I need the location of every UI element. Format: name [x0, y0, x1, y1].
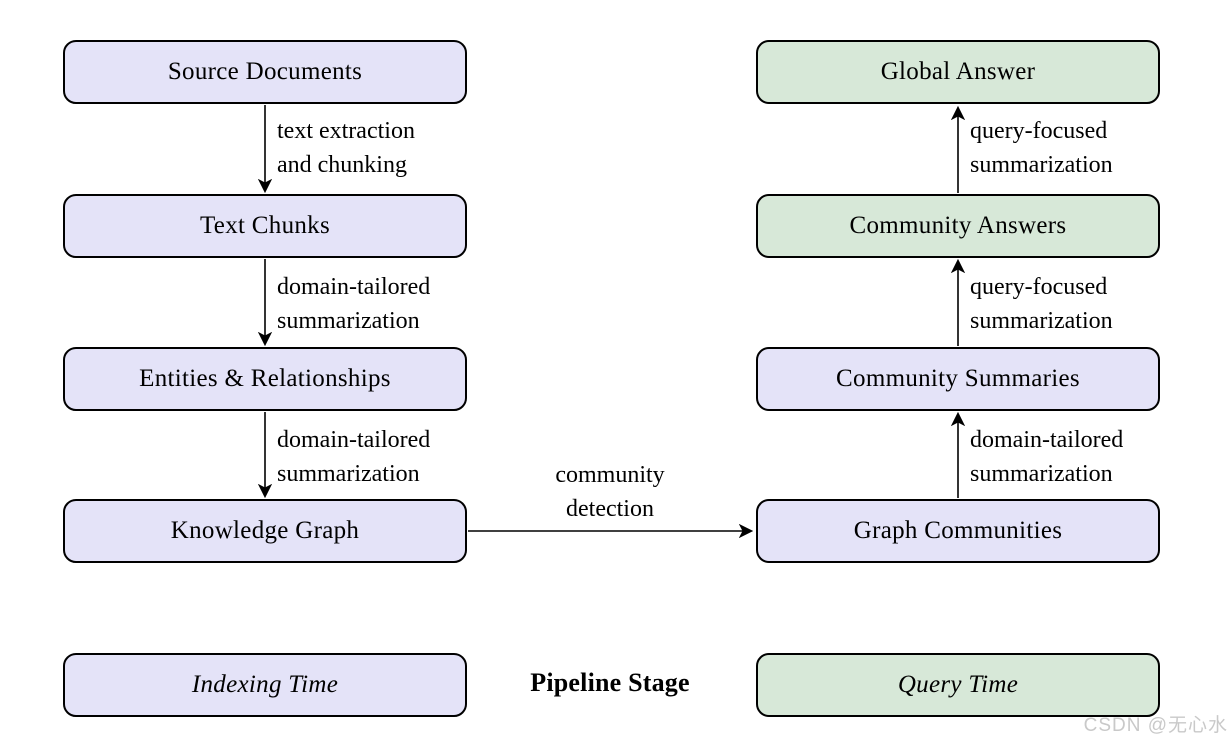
edge-label-line: query-focused	[970, 118, 1108, 144]
node-global-answer: Global Answer	[756, 40, 1160, 104]
edge-label-line: domain-tailored	[277, 274, 431, 300]
edge-label-community-detection: community detection	[520, 458, 700, 526]
edge-label-text-extraction: text extraction and chunking	[277, 114, 415, 182]
edge-label-line: query-focused	[970, 274, 1108, 300]
edge-label-line: summarization	[970, 461, 1113, 487]
node-graph-communities: Graph Communities	[756, 499, 1160, 563]
edge-label-line: summarization	[277, 461, 420, 487]
edge-label-domain-summarization-right: domain-tailored summarization	[970, 423, 1123, 491]
node-text-chunks: Text Chunks	[63, 194, 467, 258]
node-source-documents: Source Documents	[63, 40, 467, 104]
edge-label-line: detection	[566, 496, 654, 522]
legend-query-time: Query Time	[756, 653, 1160, 717]
edge-label-line: domain-tailored	[970, 427, 1124, 453]
edge-label-line: and chunking	[277, 152, 407, 178]
legend-pipeline-stage: Pipeline Stage	[530, 668, 690, 697]
edge-label-line: summarization	[970, 308, 1113, 334]
edge-label-qfs-upper: query-focused summarization	[970, 114, 1113, 182]
edge-label-line: summarization	[277, 308, 420, 334]
node-knowledge-graph: Knowledge Graph	[63, 499, 467, 563]
node-entities-relationships: Entities & Relationships	[63, 347, 467, 411]
node-community-answers: Community Answers	[756, 194, 1160, 258]
edge-label-line: domain-tailored	[277, 427, 431, 453]
edge-label-line: community	[555, 462, 665, 488]
edge-label-domain-summarization-1: domain-tailored summarization	[277, 270, 430, 338]
edge-label-line: summarization	[970, 152, 1113, 178]
edge-label-qfs-lower: query-focused summarization	[970, 270, 1113, 338]
legend-indexing-time: Indexing Time	[63, 653, 467, 717]
watermark: CSDN @无心水	[1083, 715, 1228, 736]
edge-label-line: text extraction	[277, 118, 415, 144]
edge-label-domain-summarization-2: domain-tailored summarization	[277, 423, 430, 491]
node-community-summaries: Community Summaries	[756, 347, 1160, 411]
